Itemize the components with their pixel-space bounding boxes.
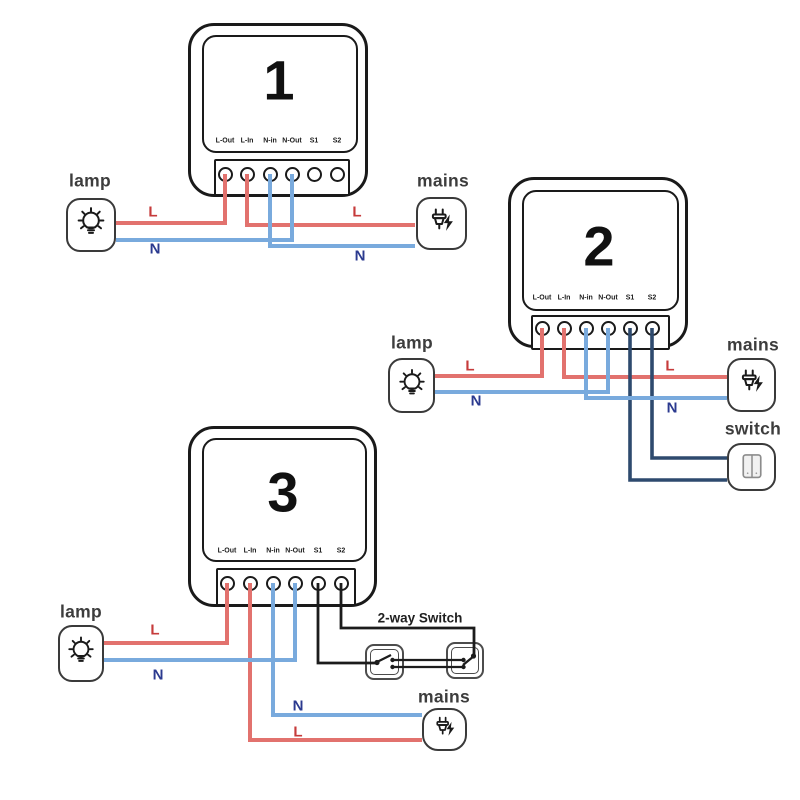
two-way-switch-right xyxy=(446,642,484,679)
terminal-label-s1: S1 xyxy=(309,137,319,145)
live-label-d3-mid: L xyxy=(293,723,303,741)
live-label-d2-right: L xyxy=(665,357,675,375)
terminal-label-l-out: L-Out xyxy=(532,294,552,302)
terminal-label-l-in: L-In xyxy=(557,294,571,302)
lamp-label-2: lamp xyxy=(390,332,434,353)
mains-label-1: mains xyxy=(416,170,470,191)
terminal-label-l-out: L-Out xyxy=(217,547,237,555)
terminal-label-n-in: N-in xyxy=(579,294,593,302)
module-face xyxy=(202,438,367,562)
live-label-d3-left: L xyxy=(150,621,160,639)
terminal-hole xyxy=(310,575,326,591)
module-face xyxy=(522,190,679,311)
bulb-icon xyxy=(398,368,425,394)
terminal-label-l-in: L-In xyxy=(243,547,257,555)
terminal-label-n-out: N-Out xyxy=(282,137,302,145)
neutral-label-d3-mid: N xyxy=(292,697,304,715)
module-number: 2 xyxy=(583,214,614,278)
terminal-hole xyxy=(219,575,235,591)
terminal-hole xyxy=(287,575,303,591)
neutral-label-d2-left: N xyxy=(470,392,482,410)
terminal-hole xyxy=(242,575,258,591)
bulb-icon xyxy=(68,636,94,662)
terminal-hole xyxy=(622,320,638,336)
terminal-hole xyxy=(217,166,233,182)
terminal-hole xyxy=(265,575,281,591)
live-label-d2-left: L xyxy=(465,357,475,375)
mains-icon-2 xyxy=(727,358,776,412)
smart-module-2: 2 L-Out L-In N-in N-Out S1 S2 xyxy=(508,177,688,350)
terminal-label-n-in: N-in xyxy=(266,547,280,555)
mains-label-3: mains xyxy=(417,686,471,707)
switch-icon xyxy=(727,443,776,491)
switch-label: switch xyxy=(724,418,782,439)
live-label-d1-right: L xyxy=(352,203,362,221)
terminal-hole xyxy=(600,320,616,336)
module-number: 3 xyxy=(267,460,298,524)
terminal-label-s2: S2 xyxy=(332,137,342,145)
terminal-label-n-out: N-Out xyxy=(598,294,618,302)
terminal-hole xyxy=(262,166,278,182)
lamp-icon-3 xyxy=(58,625,104,682)
terminal-hole xyxy=(534,320,550,336)
terminal-strip xyxy=(214,159,350,196)
switch-plate xyxy=(451,647,479,674)
neutral-label-d1-left: N xyxy=(149,240,161,258)
smart-module-3: 3 L-Out L-In N-in N-Out S1 S2 xyxy=(188,426,377,607)
lamp-label-1: lamp xyxy=(68,170,112,191)
two-way-switch-left xyxy=(365,644,404,680)
smart-module-1: 1 L-Out L-In N-in N-Out S1 S2 xyxy=(188,23,368,197)
plug-bolt-icon xyxy=(435,716,454,736)
neutral-label-d2-right: N xyxy=(666,399,678,417)
module-number: 1 xyxy=(263,48,294,112)
terminal-label-l-in: L-In xyxy=(240,137,254,145)
plug-bolt-icon xyxy=(431,207,453,231)
bulb-icon xyxy=(77,207,105,234)
module-face xyxy=(202,35,358,153)
lamp-icon-1 xyxy=(66,198,116,252)
two-way-switch-label: 2-way Switch xyxy=(377,610,463,626)
terminal-label-s2: S2 xyxy=(647,294,657,302)
terminal-hole xyxy=(329,166,345,182)
neutral-label-d1-right: N xyxy=(354,247,366,265)
mains-icon-3 xyxy=(422,708,467,751)
terminal-label-s2: S2 xyxy=(336,547,346,555)
plug-bolt-icon xyxy=(741,369,763,392)
lamp-icon-2 xyxy=(388,358,435,413)
terminal-label-n-out: N-Out xyxy=(285,547,305,555)
terminal-hole xyxy=(333,575,349,591)
terminal-label-l-out: L-Out xyxy=(215,137,235,145)
mains-label-2: mains xyxy=(726,334,780,355)
neutral-label-d3-left: N xyxy=(152,666,164,684)
mains-icon-1 xyxy=(416,197,467,250)
live-label-d1-left: L xyxy=(148,203,158,221)
switch-plate xyxy=(370,649,399,675)
rocker-switch-icon xyxy=(741,454,762,479)
terminal-hole xyxy=(556,320,572,336)
terminal-hole xyxy=(239,166,255,182)
terminal-hole xyxy=(284,166,300,182)
terminal-label-n-in: N-in xyxy=(263,137,277,145)
lamp-label-3: lamp xyxy=(59,601,103,622)
terminal-hole xyxy=(578,320,594,336)
terminal-label-s1: S1 xyxy=(313,547,323,555)
terminal-hole xyxy=(306,166,322,182)
terminal-label-s1: S1 xyxy=(625,294,635,302)
wire-d2-s1 xyxy=(628,328,727,482)
terminal-hole xyxy=(644,320,660,336)
